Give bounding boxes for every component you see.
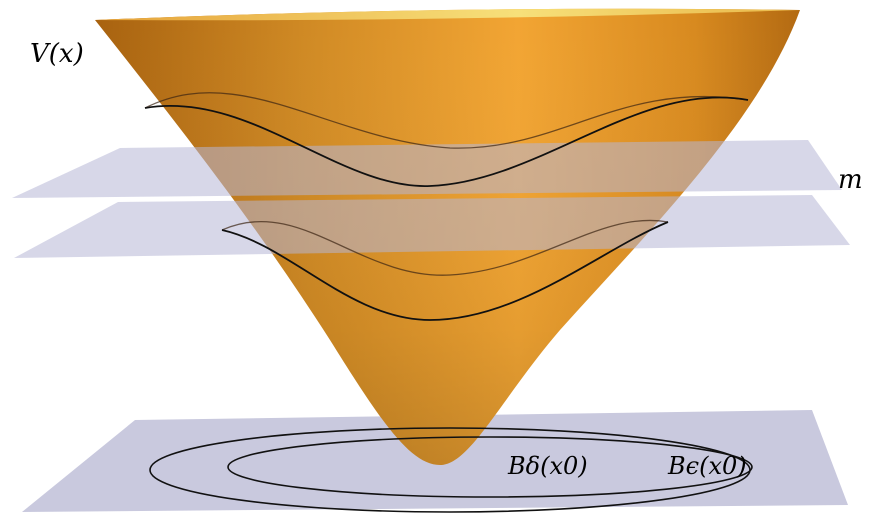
potential-label: V(x)	[30, 39, 84, 69]
ball-delta-label: Bδ(x0)	[507, 452, 588, 480]
upper-level-curve-back	[144, 92, 749, 149]
lower-level-curve-back	[221, 219, 669, 276]
upper-level-plane	[12, 140, 842, 198]
paraboloid-rim	[95, 8, 800, 21]
lower-level-curve-front	[221, 221, 669, 321]
ball-delta-circle	[227, 436, 753, 498]
upper-level-curve-front	[144, 96, 749, 187]
lower-level-plane	[14, 195, 850, 258]
level-label: m	[838, 165, 863, 195]
ball-epsilon-label: Bϵ(x0)	[667, 452, 747, 480]
